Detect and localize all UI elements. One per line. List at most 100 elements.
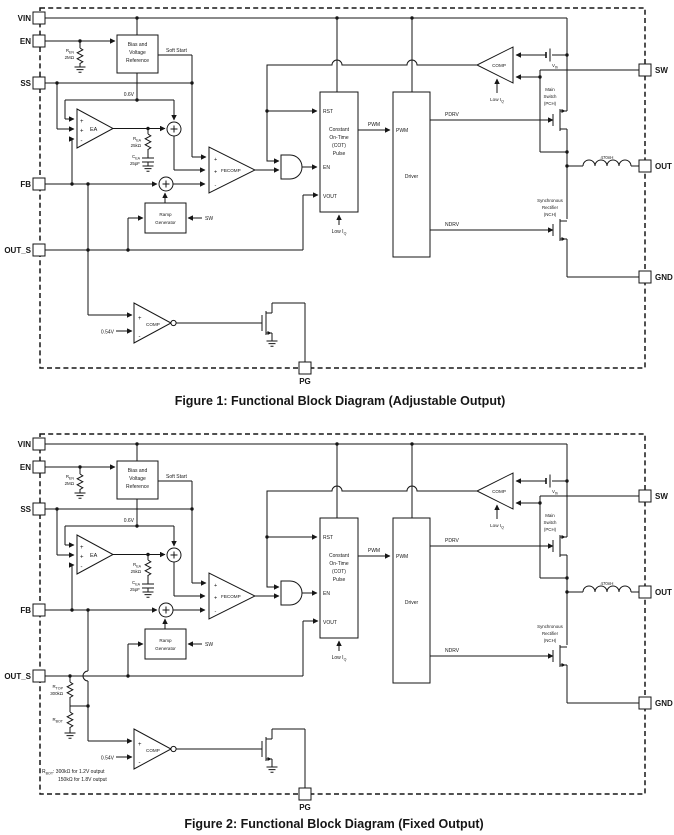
- svg-text:COMP: COMP: [492, 63, 506, 68]
- svg-text:(NCH): (NCH): [544, 212, 557, 217]
- zero-cross-comparator: COMP: [475, 46, 514, 84]
- pins: VIN EN SS FB OUT_S SW OUT GND PG: [4, 11, 673, 386]
- svg-text:PWM: PWM: [396, 128, 408, 134]
- svg-text:Switch: Switch: [544, 94, 557, 99]
- pin-gnd-label: GND: [655, 273, 673, 282]
- svg-text:2MΩ: 2MΩ: [65, 55, 75, 60]
- zerocross-out-wire: [266, 59, 477, 164]
- svg-text:Driver: Driver: [405, 174, 419, 180]
- ground-symbol: [142, 165, 154, 172]
- svg-text:-: -: [215, 183, 217, 189]
- bias-voltage-reference-block: Bias and Voltage Reference: [116, 34, 159, 74]
- svg-text:FBCOMP: FBCOMP: [221, 168, 241, 173]
- pg-threshold-label: 0.54V: [101, 330, 115, 336]
- pin-pg-label: PG: [299, 377, 311, 386]
- pin-out: [638, 159, 652, 173]
- pin-ss-label: SS: [20, 79, 31, 88]
- rbot-resistor-icon: [66, 711, 74, 728]
- fig2-feedback-divider: RTOP 300kΩ RBOT RBOT: 300kΩ for 1.2V out…: [42, 608, 107, 783]
- pin-fb: [32, 177, 46, 191]
- pg-open-drain-transistor: [261, 311, 278, 347]
- cot-lowiq-label: Low IQ: [332, 229, 347, 235]
- svg-text:REA: REA: [133, 136, 142, 142]
- svg-text:Pulse: Pulse: [333, 151, 346, 157]
- wires: [45, 17, 639, 362]
- pdrv-label: PDRV: [445, 112, 459, 118]
- pin-en: [32, 34, 46, 48]
- driver-block: PWM Driver: [392, 91, 431, 258]
- ground-symbol: [266, 340, 278, 347]
- fig2-note-line1: RBOT: 300kΩ for 1.2V output: [42, 769, 105, 775]
- ea-compensation-network: REA 25kΩ CEA 25pF: [130, 133, 154, 172]
- pin-pg: [298, 361, 312, 375]
- pin-vin: [32, 11, 46, 25]
- svg-text:On-Time: On-Time: [329, 135, 348, 141]
- ref-to-ea-wire: [64, 100, 74, 119]
- summing-junction-2: [158, 176, 174, 192]
- svg-text:+: +: [138, 316, 142, 322]
- svg-text:+: +: [80, 129, 84, 135]
- main-switch-pch-transistor: Main Switch (PCH): [544, 87, 568, 152]
- svg-text:Rectifier: Rectifier: [542, 205, 559, 210]
- svg-text:+: +: [214, 170, 217, 176]
- svg-text:RBOT: RBOT: [52, 717, 63, 723]
- ndrv-label: NDRV: [445, 222, 460, 228]
- svg-text:RTOP: RTOP: [53, 684, 64, 690]
- ss-to-ea-wire: [56, 83, 74, 129]
- pin-en-label: EN: [20, 37, 31, 46]
- ref-0v6-label: 0.6V: [124, 92, 135, 98]
- cea-capacitor-icon: [142, 157, 154, 163]
- pg-source-wire: [266, 332, 273, 341]
- rtop-resistor-icon: [66, 681, 74, 698]
- summing-junction-1: [166, 121, 182, 137]
- pg-drain-wire: [266, 302, 306, 362]
- pin-out-s: [32, 243, 46, 257]
- svg-text:VOUT: VOUT: [323, 194, 337, 200]
- sync-rectifier-nch-transistor: Synchronous Rectifier (NCH): [537, 198, 568, 241]
- svg-text:Vth: Vth: [552, 63, 558, 69]
- and-gate-icon: [280, 154, 303, 180]
- svg-text:Ramp: Ramp: [159, 212, 172, 217]
- pin-sw-label: SW: [655, 66, 668, 75]
- sum1-to-fbcomp-wire: [173, 136, 205, 170]
- pg-comparator: + - COMP: [133, 302, 177, 344]
- soft-start-label: Soft Start: [166, 48, 187, 54]
- gnd-wire: [566, 241, 639, 278]
- svg-text:25pF: 25pF: [130, 161, 140, 166]
- pin-ss: [32, 76, 46, 90]
- svg-text:Main: Main: [545, 87, 555, 92]
- ramp-sw-label: SW: [205, 216, 213, 222]
- svg-text:+: +: [80, 119, 84, 125]
- ground-symbol: [74, 66, 86, 73]
- error-amplifier: + + - EA: [76, 108, 115, 149]
- pin-out-label: OUT: [655, 162, 672, 171]
- figure1-caption: Figure 1: Functional Block Diagram (Adju…: [175, 394, 506, 408]
- svg-text:300kΩ: 300kΩ: [50, 691, 64, 696]
- svg-text:Reference: Reference: [126, 58, 149, 64]
- sw-pin-wire: [539, 69, 639, 153]
- ground-symbol: [64, 732, 76, 739]
- ramp-generator-block: Ramp Generator: [144, 202, 187, 234]
- inverter-bubble-icon: [170, 319, 177, 327]
- svg-text:(COT): (COT): [332, 143, 346, 149]
- svg-text:EN: EN: [323, 165, 330, 171]
- pwm-label: PWM: [368, 122, 380, 128]
- svg-text:COMP: COMP: [146, 322, 160, 327]
- svg-text:-: -: [139, 334, 141, 340]
- vth-battery-icon: Vth: [545, 48, 558, 69]
- svg-text:Constant: Constant: [329, 127, 350, 133]
- cot-pulse-block: RST EN VOUT Constant On-Time (COT) Pulse: [319, 91, 359, 213]
- svg-text:RST: RST: [323, 109, 333, 115]
- svg-text:+: +: [214, 157, 217, 163]
- outs-to-ramp-wire: [127, 218, 143, 250]
- svg-text:Synchronous: Synchronous: [537, 198, 563, 203]
- fig2-note-line2: 150kΩ for 1.8V output: [58, 777, 107, 783]
- svg-text:Generator: Generator: [155, 220, 176, 225]
- pin-gnd: [638, 270, 652, 284]
- svg-text:25kΩ: 25kΩ: [131, 143, 142, 148]
- svg-text:(PCH): (PCH): [544, 101, 557, 106]
- pin-sw: [638, 63, 652, 77]
- fbcomp-comparator: + + - FBCOMP: [208, 146, 257, 194]
